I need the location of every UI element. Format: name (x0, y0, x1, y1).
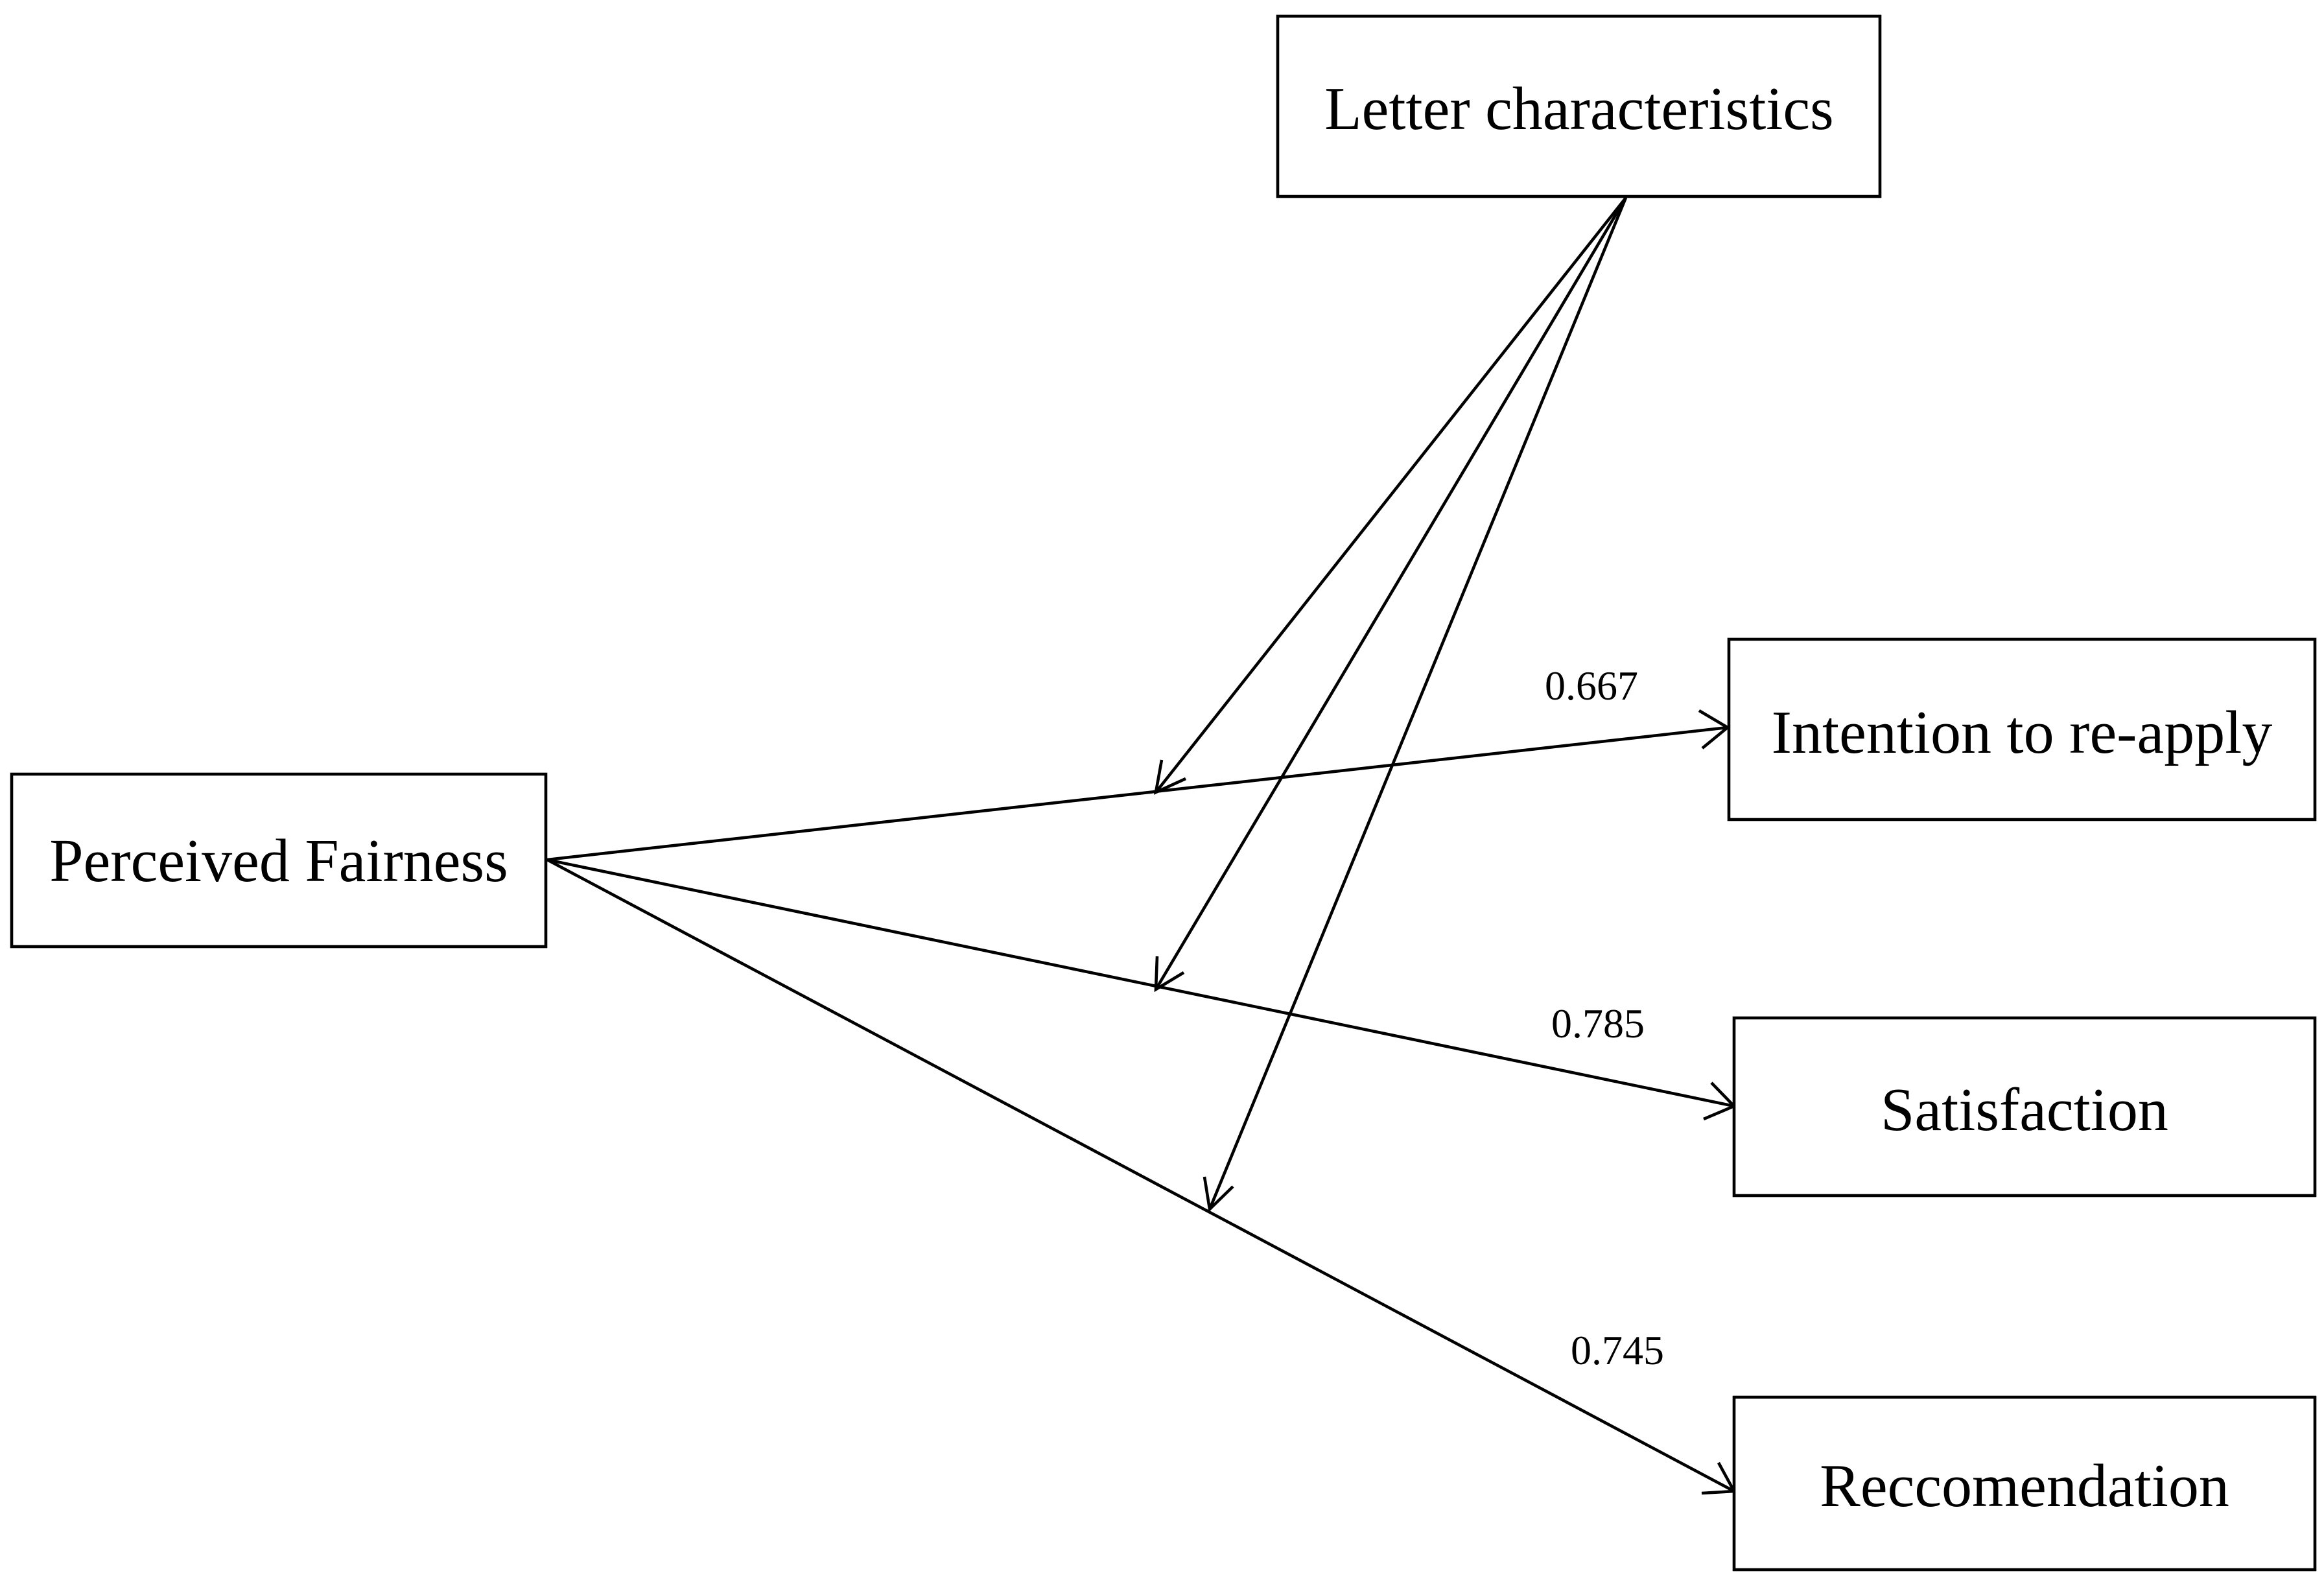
node-letter-characteristics: Letter characteristics (1276, 14, 1882, 198)
arrow-fairness-to-recommendation (546, 858, 1735, 1493)
node-label-recommendation: Reccomendation (1820, 1452, 2229, 1520)
moderator-arrows (1153, 196, 1628, 1212)
coefficient-recommendation: 0.745 (1571, 1327, 1664, 1373)
node-perceived-fairness: Perceived Fairness (10, 772, 548, 949)
coefficient-intention: 0.667 (1545, 663, 1638, 709)
arrow-fairness-to-satisfaction (546, 858, 1735, 1108)
node-label-letter-characteristics: Letter characteristics (1324, 75, 1833, 143)
moderator-arrowhead-satisfaction-path (1154, 956, 1185, 993)
node-label-satisfaction: Satisfaction (1881, 1076, 2168, 1144)
node-label-perceived-fairness: Perceived Fairness (49, 827, 508, 895)
moderator-arrow-satisfaction-path (1155, 196, 1627, 991)
node-recommendation: Reccomendation (1732, 1395, 2317, 1572)
node-label-intention-to-reapply: Intention to re-apply (1772, 699, 2273, 766)
arrow-fairness-to-intention (546, 726, 1728, 862)
node-satisfaction: Satisfaction (1732, 1016, 2317, 1198)
coefficient-labels: 0.667 0.785 0.745 (1545, 663, 1664, 1373)
moderator-arrowhead-recommendation-path (1203, 1176, 1234, 1212)
moderator-arrow-recommendation-path (1208, 197, 1628, 1210)
moderator-arrow-intention-path (1155, 196, 1627, 794)
node-intention-to-reapply: Intention to re-apply (1727, 637, 2317, 821)
coefficient-satisfaction: 0.785 (1551, 1000, 1645, 1046)
path-arrows (546, 709, 1737, 1495)
moderator-arrowhead-intention-path (1153, 759, 1186, 795)
